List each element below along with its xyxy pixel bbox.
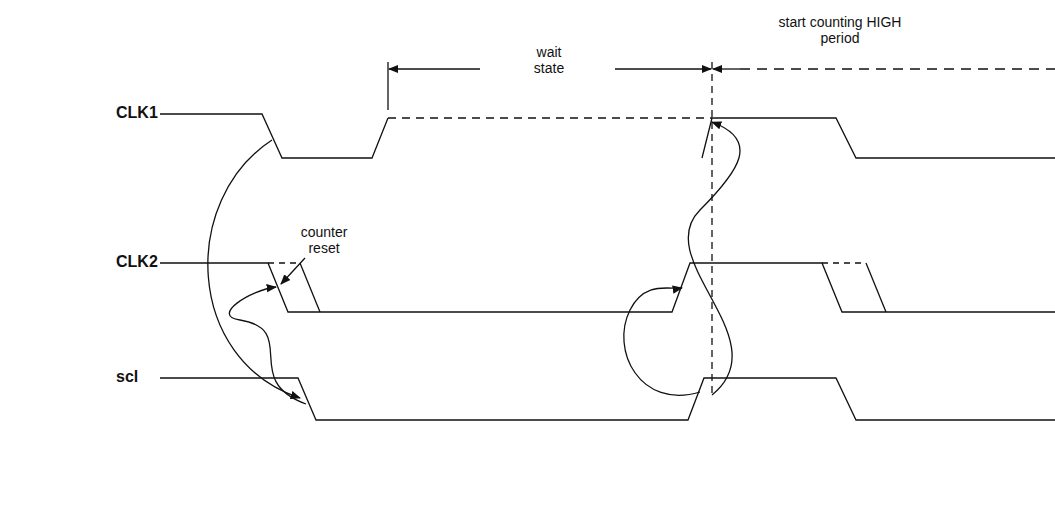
sync-marker [711, 62, 712, 395]
cause-arrow [208, 140, 300, 398]
high-period-label: start counting HIGH period [776, 14, 904, 46]
high-period-arrow [713, 68, 740, 69]
high-period-dashed [740, 68, 1055, 69]
clk1-low [372, 157, 702, 158]
signal-name: CLK2 [116, 253, 176, 271]
cause-arrow [688, 122, 740, 395]
counter-reset-leader [281, 258, 305, 284]
wait-state-label: wait state [523, 44, 575, 76]
wait-state-arrow [615, 68, 711, 69]
signal-name: scl [116, 368, 176, 386]
cause-arrow [229, 287, 306, 404]
counter-reset-label: counter reset [289, 224, 359, 256]
clk1-wave [160, 114, 388, 158]
wait-tick [387, 62, 388, 110]
clk1-wait-dashed [388, 117, 712, 118]
signal-name: CLK1 [116, 104, 176, 122]
clk2-dashed [822, 262, 866, 263]
wait-state-arrow [389, 68, 480, 69]
clk2-dashed [268, 262, 300, 263]
cause-arrow [624, 288, 700, 395]
clk1-wave [702, 118, 1055, 158]
clk2-counter-edge [866, 263, 886, 312]
clk2-counter-edge [300, 263, 320, 312]
